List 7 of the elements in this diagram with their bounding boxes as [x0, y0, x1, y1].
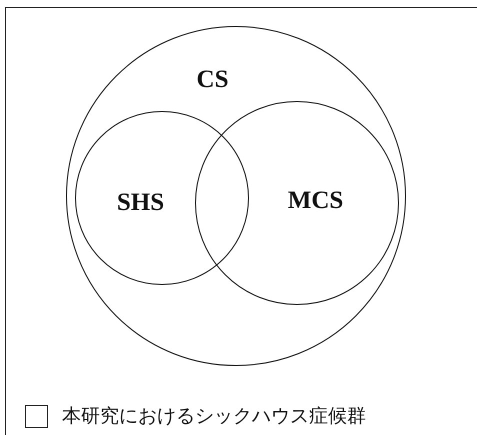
venn-circle [75, 111, 249, 285]
set-label: SHS [116, 188, 164, 216]
set-label: CS [196, 66, 228, 94]
venn-circle [66, 26, 406, 366]
venn-circle [195, 101, 399, 305]
set-label: MCS [288, 186, 344, 214]
legend-text: 本研究におけるシックハウス症候群 [62, 404, 366, 429]
